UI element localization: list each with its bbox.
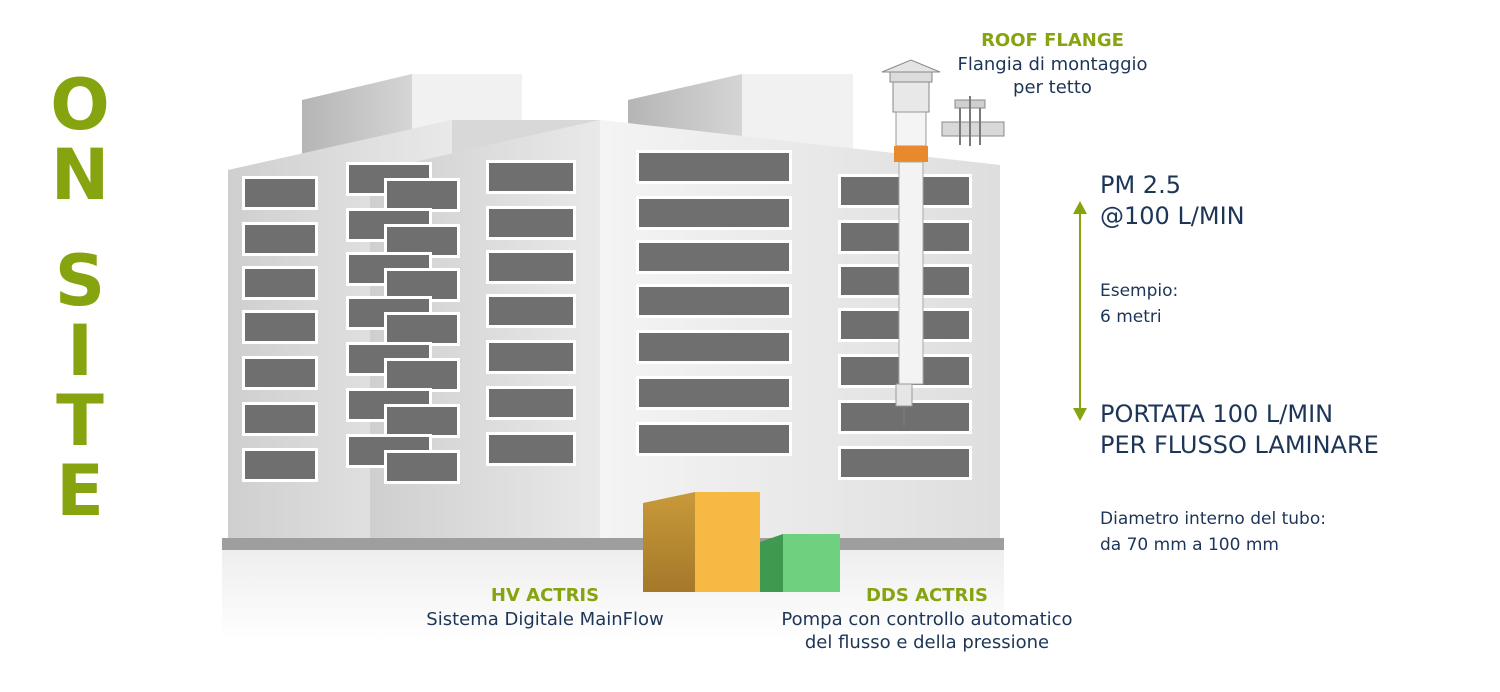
window-glass	[639, 243, 789, 271]
roof-flange-line2: per tetto	[1013, 77, 1092, 98]
roof-flange-label: ROOF FLANGE Flangia di montaggio per tet…	[930, 30, 1175, 99]
window-glass	[245, 313, 315, 341]
height-arrow	[1073, 201, 1087, 421]
window-glass	[387, 181, 457, 209]
window-glass	[245, 359, 315, 387]
title-letter: I	[66, 310, 94, 392]
sampling-pipe	[881, 59, 941, 426]
hv-actris-line1: Sistema Digitale MainFlow	[426, 609, 664, 630]
window-glass	[489, 343, 573, 371]
window-glass	[245, 225, 315, 253]
window-glass	[387, 453, 457, 481]
pm-label: PM 2.5 @100 L/MIN	[1100, 170, 1245, 232]
window-glass	[387, 407, 457, 435]
window-glass	[245, 269, 315, 297]
title-letter: T	[56, 380, 104, 462]
title-letter: N	[50, 134, 110, 216]
window-glass	[489, 297, 573, 325]
example-line2: 6 metri	[1100, 307, 1162, 327]
ground-base	[222, 538, 1004, 550]
hv-actris-title: HV ACTRIS	[490, 585, 600, 606]
window-glass	[489, 209, 573, 237]
window-glass	[639, 379, 789, 407]
dds-actris-title: DDS ACTRIS	[865, 585, 989, 606]
example-line1: Esempio:	[1100, 281, 1179, 301]
flow-label: PORTATA 100 L/MIN PER FLUSSO LAMINARE	[1100, 399, 1379, 461]
window-glass	[489, 389, 573, 417]
hv-actris-label: HV ACTRIS Sistema Digitale MainFlow	[405, 585, 685, 631]
window-glass	[489, 253, 573, 281]
pm-line1: PM 2.5	[1100, 171, 1181, 199]
title-letter: S	[54, 240, 106, 322]
title-letter: E	[56, 450, 104, 532]
dds-actris-line1: Pompa con controllo automatico	[781, 609, 1073, 630]
window-glass	[245, 451, 315, 479]
window-glass	[387, 227, 457, 255]
roof-flange-title: ROOF FLANGE	[981, 30, 1124, 51]
roof-flange-icon	[941, 96, 1005, 146]
diameter-line2: da 70 mm a 100 mm	[1100, 535, 1279, 555]
windows	[242, 150, 972, 484]
hv-actris-box	[643, 492, 760, 592]
window-glass	[489, 163, 573, 191]
diameter-label: Diametro interno del tubo: da 70 mm a 10…	[1100, 506, 1326, 558]
dds-actris-box	[760, 534, 840, 592]
dds-actris-label: DDS ACTRIS Pompa con controllo automatic…	[762, 585, 1092, 654]
roof-flange-line1: Flangia di montaggio	[957, 54, 1148, 75]
window-glass	[841, 449, 969, 477]
window-glass	[639, 287, 789, 315]
window-glass	[639, 425, 789, 453]
vertical-title-onsite: O N S I T E	[40, 70, 120, 526]
dds-actris-line2: del flusso e della pressione	[804, 632, 1050, 653]
window-glass	[489, 435, 573, 463]
title-letter: O	[50, 64, 110, 146]
window-glass	[639, 153, 789, 181]
flow-line1: PORTATA 100 L/MIN	[1100, 400, 1334, 428]
window-glass	[387, 271, 457, 299]
window-glass	[245, 405, 315, 433]
diameter-line1: Diametro interno del tubo:	[1100, 509, 1326, 529]
reflection	[222, 550, 1004, 640]
example-label: Esempio: 6 metri	[1100, 278, 1178, 330]
window-glass	[387, 361, 457, 389]
window-glass	[387, 315, 457, 343]
flow-line2: PER FLUSSO LAMINARE	[1100, 431, 1379, 459]
window-glass	[245, 179, 315, 207]
pm-line2: @100 L/MIN	[1100, 202, 1245, 230]
window-glass	[639, 199, 789, 227]
window-glass	[639, 333, 789, 361]
